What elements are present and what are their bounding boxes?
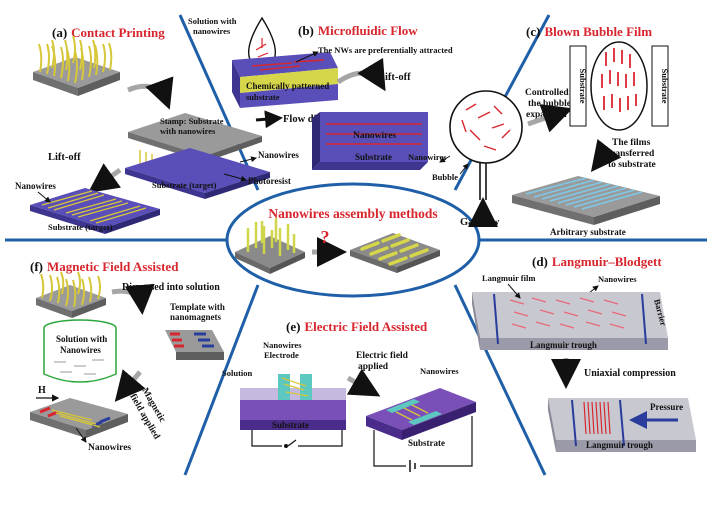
panel-f-h: H <box>38 385 46 396</box>
panel-b-solution2: nanowires <box>193 26 231 36</box>
panel-a-nanowires-label: Nanowires <box>258 150 299 160</box>
center-title: Nanowires assembly methods <box>268 206 437 221</box>
panel-f-template1: Template with <box>170 302 225 312</box>
panel-e-substrate2: Substrate <box>408 438 445 448</box>
panel-c-nanowires: Nanowires <box>408 152 447 162</box>
panel-f-nanowires: Nanowires <box>88 443 131 453</box>
panel-e-efield2: applied <box>358 362 389 372</box>
panel-a-target: Substrate (target) <box>152 180 217 190</box>
panel-c-films3: to substrate <box>608 160 656 170</box>
panel-c-films1: The films <box>612 138 651 148</box>
panel-e-substrate1: Substrate <box>272 420 309 430</box>
panel-a-stamp2: with nanowires <box>160 126 216 136</box>
panel-c-gasflow: Gas flow <box>460 217 500 228</box>
panel-b-title: (b)Microfluidic Flow <box>298 23 418 38</box>
panel-c-controlled2: the bubble <box>528 99 571 109</box>
panel-microfluidic-flow: (b)Microfluidic Flow Solution with nanow… <box>188 16 453 170</box>
panel-a-stamp1: Stamp: Substrate <box>160 116 224 126</box>
panel-e-solution: Solution <box>222 368 253 378</box>
panel-c-films2: transferred <box>608 149 655 159</box>
panel-langmuir-blodgett: (d)Langmuir–Blodgett Langmuir film Nanow… <box>472 254 696 452</box>
panel-f-solution1: Solution with <box>56 334 107 344</box>
panel-f-solution2: Nanowires <box>60 345 101 355</box>
panel-d-trough1: Langmuir trough <box>530 340 597 350</box>
panel-a-target2: Substrate (target) <box>48 222 113 232</box>
panel-d-pressure: Pressure <box>650 402 683 412</box>
panel-d-film: Langmuir film <box>482 273 535 283</box>
panel-contact-printing: (a)Contact Printing Stamp: Substrate wit… <box>15 25 299 234</box>
panel-b-patterned1: Chemically patterned <box>246 81 329 91</box>
panel-d-nanowires: Nanowires <box>598 274 637 284</box>
panel-c-controlled1: Controlled <box>525 88 569 98</box>
panel-f-template2: nanomagnets <box>170 312 222 322</box>
panel-e-electrode: Electrode <box>264 350 299 360</box>
panel-e-efield1: Electric field <box>356 351 409 361</box>
panel-c-arbitrary: Arbitrary substrate <box>550 227 626 237</box>
panel-e-title: (e)Electric Field Assisted <box>286 319 428 334</box>
panel-c-bubble: Bubble <box>432 172 458 182</box>
panel-b-solution1: Solution with <box>188 16 237 26</box>
panel-a-title: (a)Contact Printing <box>52 25 165 40</box>
panel-b-liftoff: Lift-off <box>378 72 411 83</box>
panel-e-nanowires: Nanowires <box>263 340 302 350</box>
panel-d-title: (d)Langmuir–Blodgett <box>532 254 662 269</box>
panel-b-substrate: Substrate <box>355 152 392 162</box>
panel-electric-field-assisted: (e)Electric Field Assisted Nanowires Ele… <box>222 319 476 472</box>
panel-c-substrate-right: Substrate <box>660 69 670 104</box>
panel-blown-bubble-film: (c)Blown Bubble Film Nanowires Bubble Ga… <box>408 24 670 237</box>
panel-d-uniaxial: Uniaxial compression <box>584 368 676 379</box>
panel-f-dispersed: Dispersed into solution <box>122 282 220 293</box>
panel-f-title: (f)Magnetic Field Assisted <box>30 259 179 274</box>
panel-b-attracted: The NWs are preferentially attracted <box>318 45 453 55</box>
panel-a-photoresist: Photoresist <box>248 176 291 186</box>
center-question: ? <box>321 227 330 247</box>
panel-magnetic-field-assisted: (f)Magnetic Field Assisted Dispersed int… <box>30 259 225 453</box>
panel-a-nanowires2: Nanowires <box>15 181 56 191</box>
panel-c-substrate-left: Substrate <box>578 69 588 104</box>
panel-b-nanowires: Nanowires <box>353 131 396 141</box>
panel-a-liftoff: Lift-off <box>48 152 81 163</box>
vertical-nanowires <box>38 35 113 84</box>
panel-c-title: (c)Blown Bubble Film <box>526 24 652 39</box>
panel-d-trough2: Langmuir trough <box>586 440 653 450</box>
panel-b-patterned2: substrate <box>246 92 280 102</box>
center-hub: Nanowires assembly methods ? <box>225 182 481 298</box>
panel-e-nanowires2: Nanowires <box>420 366 459 376</box>
